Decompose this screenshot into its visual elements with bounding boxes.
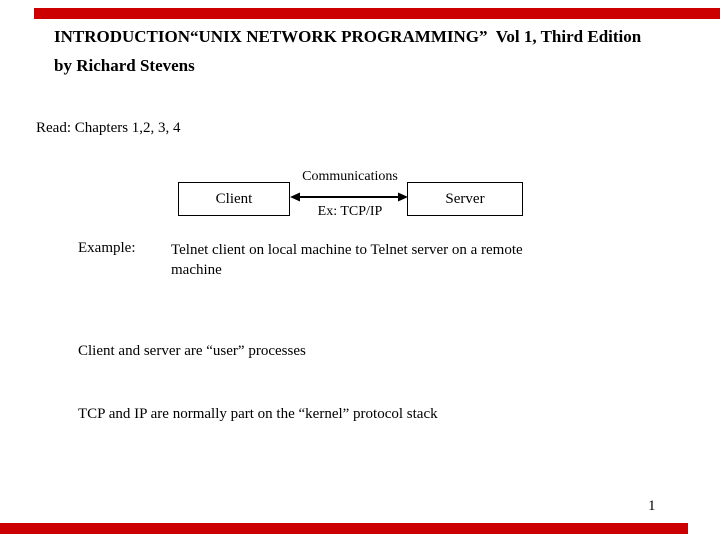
example-text-line1: Telnet client on local machine to Telnet… xyxy=(171,242,523,258)
slide-title-line2: by Richard Stevens xyxy=(54,56,195,75)
example-text-line2: machine xyxy=(171,262,222,278)
client-box: Client xyxy=(178,182,290,216)
page-number: 1 xyxy=(648,498,656,514)
server-box-label: Server xyxy=(445,190,485,207)
top-accent-bar xyxy=(34,8,720,19)
server-box: Server xyxy=(407,182,523,216)
note-line-2: TCP and IP are normally part on the “ker… xyxy=(78,406,438,422)
example-label: Example: xyxy=(78,240,136,256)
note-line-1: Client and server are “user” processes xyxy=(78,343,306,359)
notes-block: Client and server are “user” processes T… xyxy=(78,299,438,467)
protocol-example-label: Ex: TCP/IP xyxy=(317,204,383,219)
communications-label: Communications xyxy=(302,169,398,184)
bottom-accent-bar xyxy=(0,523,688,534)
double-arrow-icon xyxy=(290,192,408,202)
reading-assignment: Read: Chapters 1,2, 3, 4 xyxy=(36,120,181,136)
slide-title-line1: INTRODUCTION“UNIX NETWORK PROGRAMMING” V… xyxy=(54,27,642,46)
example-text: Telnet client on local machine to Telnet… xyxy=(171,240,591,280)
client-box-label: Client xyxy=(215,190,253,207)
